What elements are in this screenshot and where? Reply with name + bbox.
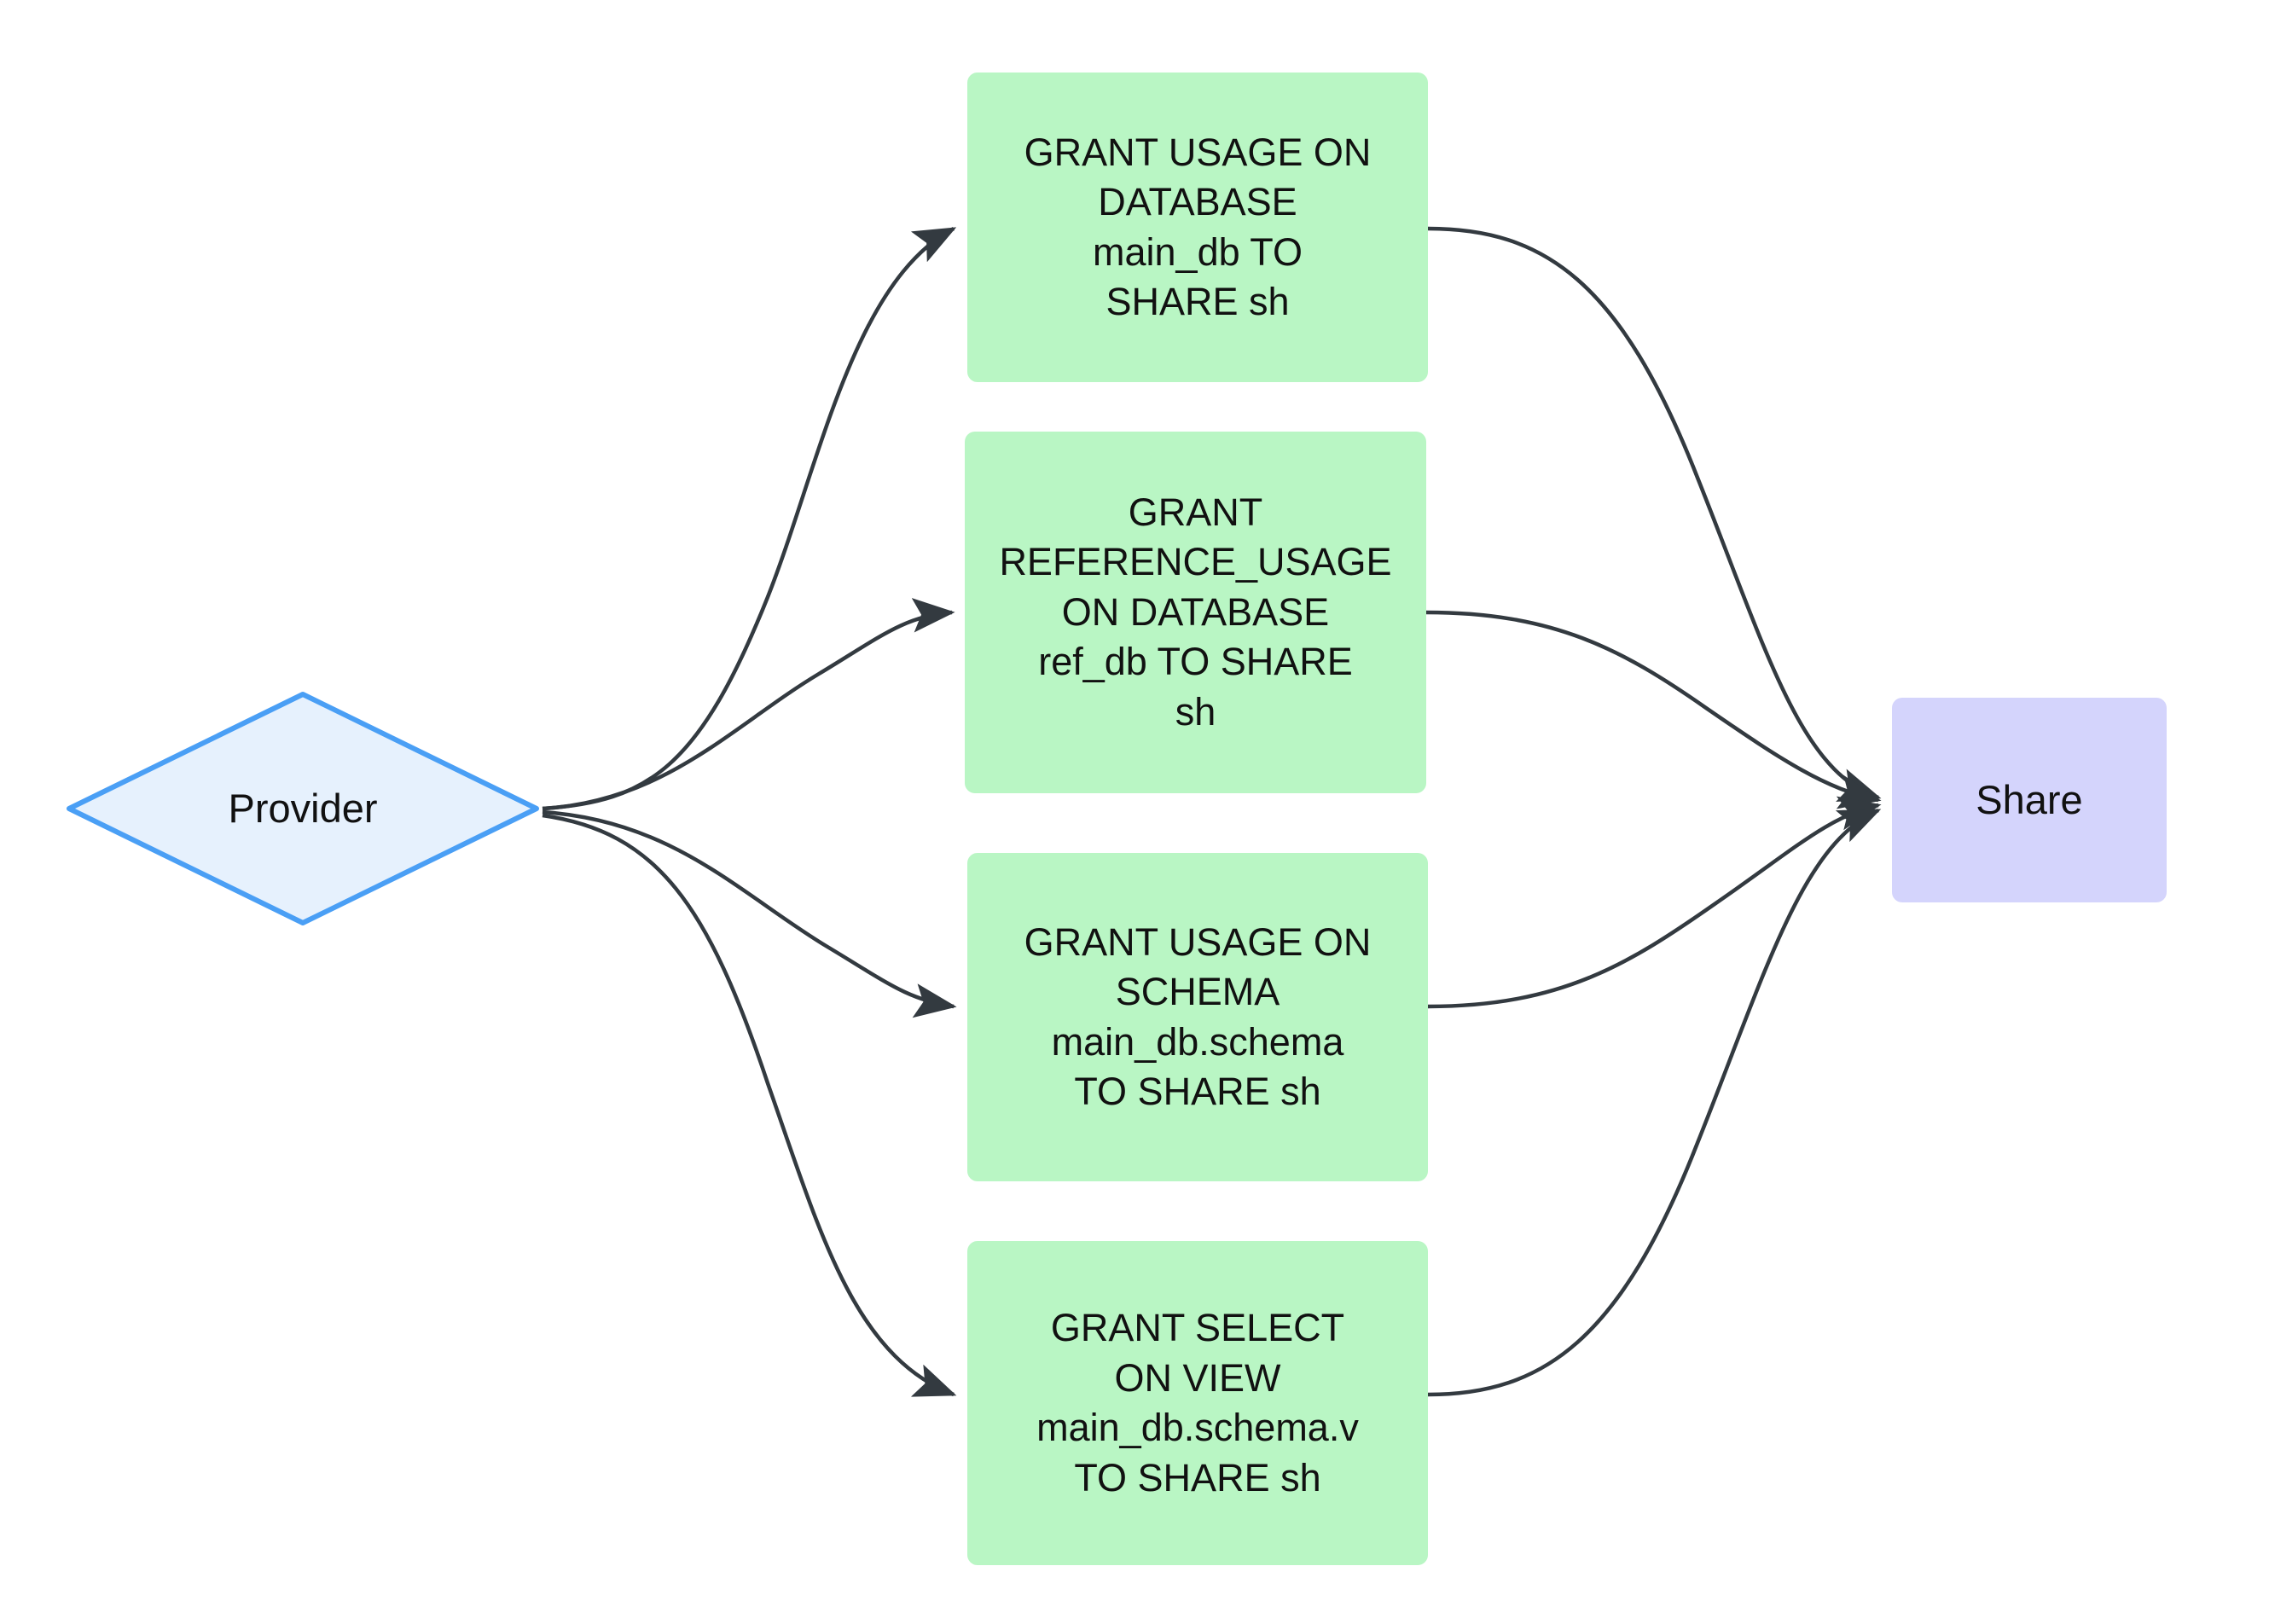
- node-share-label: Share: [1976, 777, 2083, 823]
- node-grant-usage-database-label: GRANT USAGE ON DATABASE main_db TO SHARE…: [1024, 130, 1372, 324]
- edge-grant-3-to-share: [1427, 796, 1882, 1009]
- node-grant-reference-usage-database[interactable]: GRANT REFERENCE_USAGE ON DATABASE ref_db…: [965, 432, 1426, 793]
- edge-provider-to-grant-2: [542, 598, 955, 811]
- edge-provider-to-grant-4: [542, 813, 957, 1397]
- node-grant-reference-usage-database-label: GRANT REFERENCE_USAGE ON DATABASE ref_db…: [999, 490, 1392, 734]
- edge-grant-4-to-share: [1427, 808, 1882, 1397]
- edge-grant-2-to-share: [1425, 610, 1882, 809]
- node-share[interactable]: Share: [1892, 698, 2167, 902]
- edge-provider-to-grant-3: [542, 809, 957, 1018]
- node-grant-usage-schema[interactable]: GRANT USAGE ON SCHEMA main_db.schema TO …: [967, 853, 1428, 1181]
- node-grant-select-view-label: GRANT SELECT ON VIEW main_db.schema.v TO…: [1036, 1306, 1359, 1499]
- node-grant-usage-schema-label: GRANT USAGE ON SCHEMA main_db.schema TO …: [1024, 919, 1372, 1114]
- node-grant-usage-database[interactable]: GRANT USAGE ON DATABASE main_db TO SHARE…: [967, 72, 1428, 382]
- diamond-shape: [67, 692, 539, 925]
- node-provider[interactable]: Provider: [64, 689, 542, 928]
- edge-grant-1-to-share: [1427, 226, 1882, 802]
- edge-provider-to-grant-1: [542, 227, 957, 811]
- node-provider-label: Provider: [228, 786, 378, 832]
- node-grant-select-view[interactable]: GRANT SELECT ON VIEW main_db.schema.v TO…: [967, 1241, 1428, 1565]
